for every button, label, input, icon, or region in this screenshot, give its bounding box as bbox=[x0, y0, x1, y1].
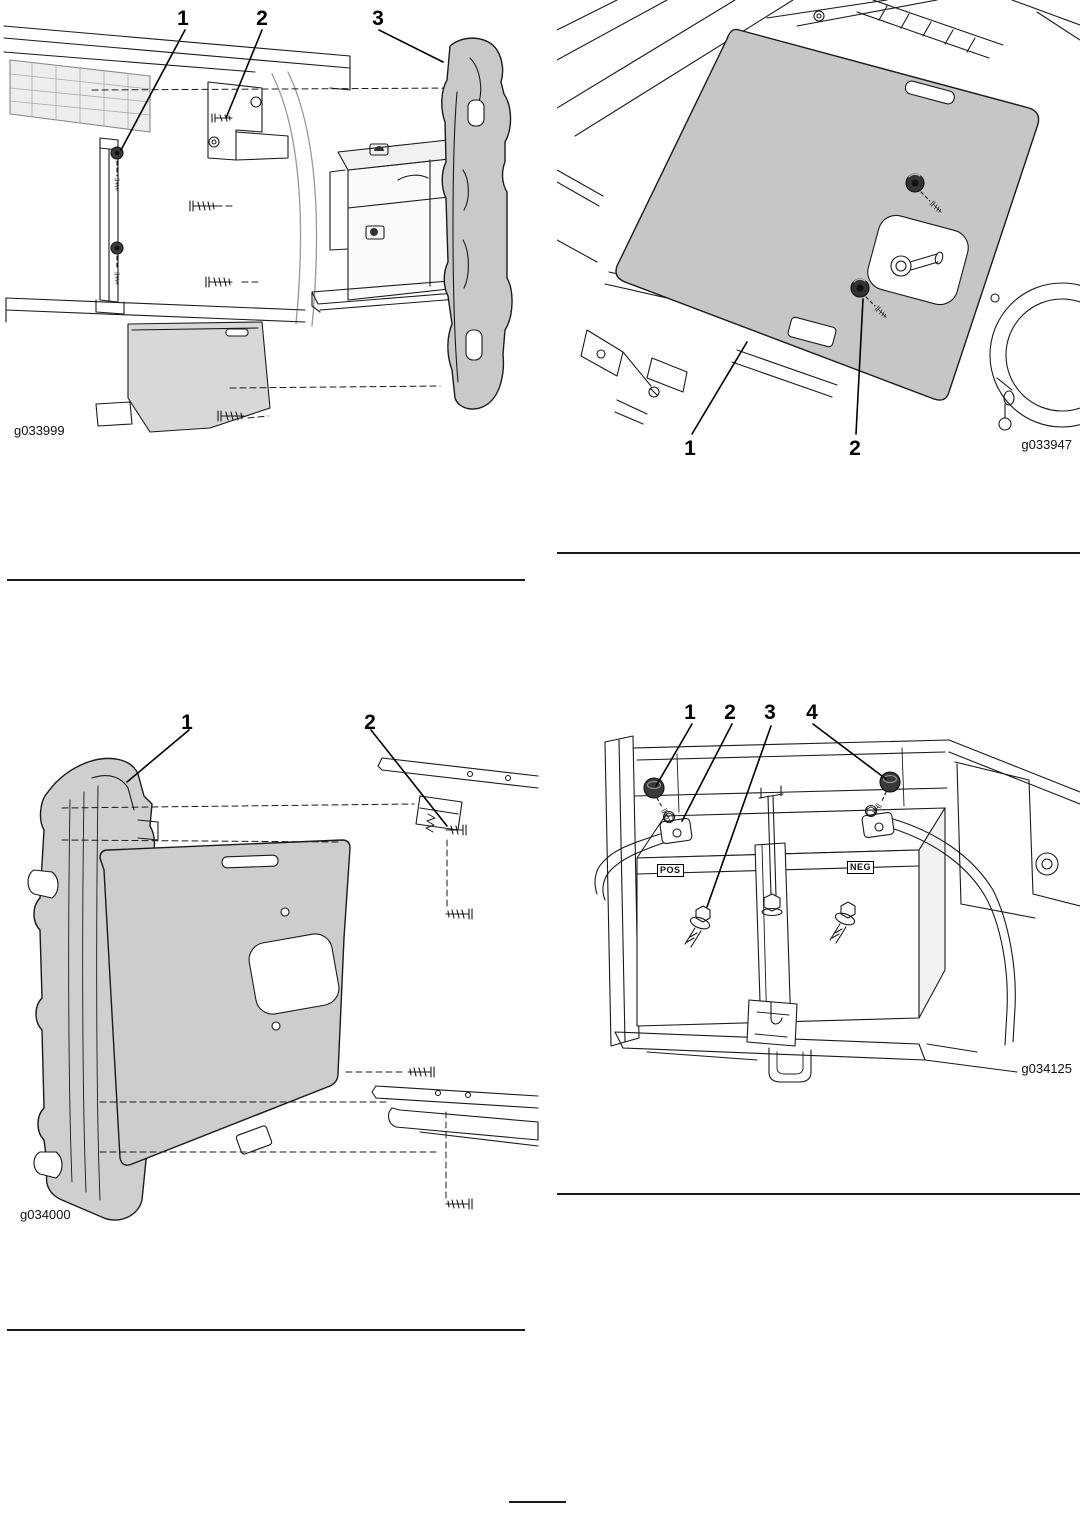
callout-2: 2 bbox=[849, 437, 861, 460]
top-right-frame bbox=[377, 757, 539, 836]
battery-box bbox=[311, 139, 471, 313]
figure-id: g033999 bbox=[14, 423, 65, 438]
left-channel bbox=[95, 137, 125, 315]
figure-g034125: 1 2 3 4 POS NEG g034125 bbox=[557, 700, 1080, 1090]
callout-1: 1 bbox=[684, 701, 696, 724]
mounting-bolt-1 bbox=[110, 146, 124, 192]
figure-id: g033947 bbox=[1021, 437, 1072, 452]
figure-g033999: 1 2 3 g033999 bbox=[0, 0, 540, 470]
screw-3 bbox=[217, 410, 245, 422]
top-frame bbox=[3, 25, 351, 91]
mounting-bolt-2 bbox=[110, 241, 124, 286]
hex-bolt-right bbox=[829, 901, 856, 944]
right-fender bbox=[441, 37, 513, 410]
rollbar-tube bbox=[271, 71, 318, 327]
left-frame-parts bbox=[557, 169, 838, 425]
leader-lines bbox=[120, 29, 444, 151]
upper-bracket bbox=[207, 81, 289, 161]
section-divider bbox=[7, 1329, 525, 1331]
screw-1 bbox=[189, 200, 217, 212]
callout-2: 2 bbox=[364, 711, 376, 734]
callout-3: 3 bbox=[764, 701, 776, 724]
floor-panel-drawing bbox=[557, 0, 1080, 435]
hex-bolt-left bbox=[684, 905, 711, 948]
callout-4: 4 bbox=[806, 701, 818, 724]
negative-terminal bbox=[594, 810, 693, 901]
screw-2 bbox=[205, 276, 233, 288]
bottom-right-frame bbox=[371, 1085, 539, 1147]
screw-upper bbox=[445, 908, 473, 920]
figure-g033947: 1 2 g033947 bbox=[557, 0, 1080, 470]
wheel-arc bbox=[989, 282, 1080, 431]
figure-id: g034125 bbox=[1021, 1061, 1072, 1076]
tray-bottom bbox=[614, 1031, 1018, 1083]
section-divider bbox=[557, 552, 1080, 554]
cap-right bbox=[872, 771, 901, 816]
cap-left bbox=[643, 777, 671, 821]
callout-1: 1 bbox=[181, 711, 193, 734]
callout-3: 3 bbox=[372, 7, 384, 30]
retaining-knob-1 bbox=[905, 173, 942, 213]
screw-middle bbox=[407, 1066, 435, 1078]
lower-panel bbox=[95, 321, 271, 433]
figure-g034000: 1 2 g034000 bbox=[0, 700, 540, 1230]
retaining-knob-2 bbox=[850, 278, 887, 318]
leader-lines bbox=[691, 298, 864, 435]
hold-down bbox=[746, 785, 798, 1047]
leader-lines bbox=[126, 729, 448, 827]
panel-fender-drawing bbox=[27, 729, 539, 1221]
chassis-frame bbox=[557, 0, 1080, 137]
exploded-view-drawing bbox=[3, 25, 513, 433]
leader-lines bbox=[655, 723, 887, 908]
battery-drawing bbox=[594, 723, 1080, 1083]
page-footer-rule bbox=[509, 1501, 566, 1503]
callout-2: 2 bbox=[256, 7, 268, 30]
figure-id: g034000 bbox=[20, 1207, 71, 1222]
bottom-rails bbox=[5, 297, 306, 323]
callout-1: 1 bbox=[177, 7, 189, 30]
callout-1: 1 bbox=[684, 437, 696, 460]
positive-terminal bbox=[861, 804, 1016, 1046]
neg-terminal-label: NEG bbox=[847, 861, 875, 874]
support-panel bbox=[99, 839, 351, 1166]
dashed-lines bbox=[61, 803, 448, 1199]
floor-panel bbox=[615, 28, 1040, 401]
section-divider bbox=[7, 579, 525, 581]
grille-screen bbox=[9, 59, 151, 133]
screw-lower bbox=[445, 1198, 473, 1210]
section-divider bbox=[557, 1193, 1080, 1195]
pos-terminal-label: POS bbox=[657, 864, 684, 877]
callout-2: 2 bbox=[724, 701, 736, 724]
